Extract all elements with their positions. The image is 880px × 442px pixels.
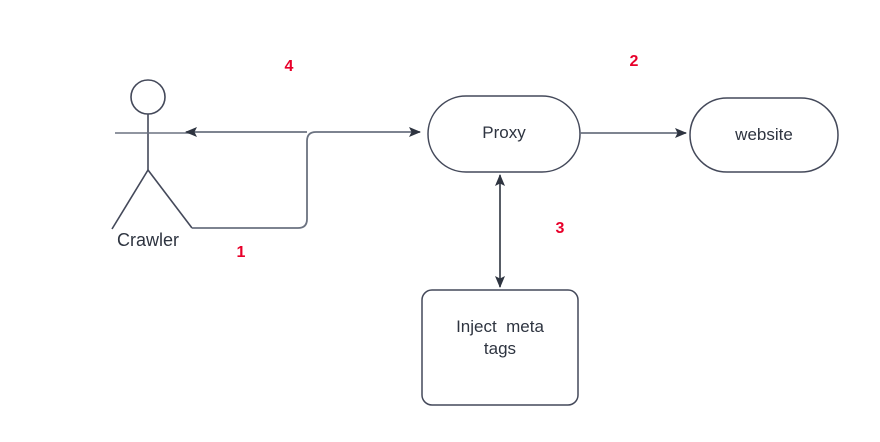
- node-proxy[interactable]: [427, 95, 581, 173]
- edge-1-crawler-to-proxy: [192, 127, 421, 229]
- crawler-actor-label: Crawler: [117, 230, 180, 250]
- step-label-4: 4: [284, 58, 294, 75]
- crawler-actor: [111, 79, 193, 230]
- step-label-3: 3: [555, 220, 565, 237]
- crawler-head-icon: [130, 79, 166, 115]
- node-website[interactable]: [689, 97, 839, 173]
- node-inject-meta-tags[interactable]: [421, 289, 579, 406]
- crawler-leg-left: [111, 169, 149, 230]
- step-label-1: 1: [236, 244, 246, 261]
- step-label-2: 2: [629, 53, 639, 70]
- crawler-leg-right: [147, 169, 193, 229]
